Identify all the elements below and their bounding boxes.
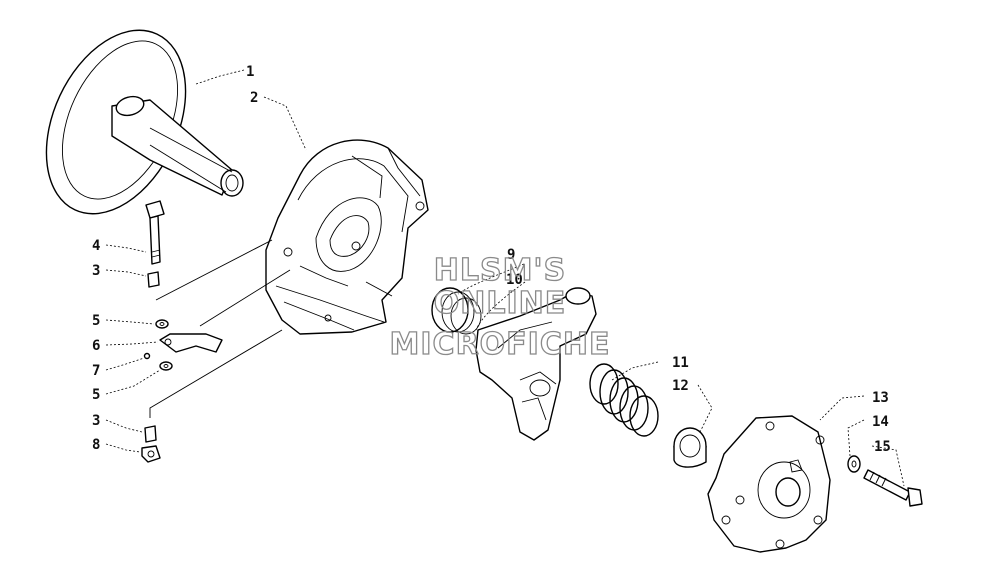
part-14-washer — [847, 455, 861, 473]
watermark-line-3: MICROFICHE — [390, 327, 611, 362]
callout-7: 7 — [92, 363, 100, 379]
part-6-arm — [159, 333, 223, 353]
callout-9: 9 — [507, 247, 515, 263]
part-11-spring — [589, 363, 659, 437]
part-5-washer-upper — [155, 319, 169, 329]
callout-6: 6 — [92, 338, 100, 354]
callout-labels: 1 2 4 3 5 6 7 5 3 8 9 10 11 12 13 14 15 — [92, 64, 891, 455]
callout-4: 4 — [92, 238, 100, 254]
part-3-bushing-lower — [144, 425, 157, 443]
part-7-pin — [143, 352, 151, 360]
part-12-bushing-ring — [673, 427, 707, 468]
part-2-movable-sheave — [265, 139, 429, 335]
watermark-line-2: ONLINE — [434, 286, 567, 321]
callout-3-upper: 3 — [92, 263, 100, 279]
callout-8: 8 — [92, 437, 100, 453]
part-4-bolt — [145, 200, 165, 265]
part-5-washer-lower — [159, 361, 173, 371]
callout-1: 1 — [246, 64, 254, 80]
part-13-cover-plate — [707, 415, 831, 553]
part-9-10-spider-assembly — [431, 287, 597, 441]
part-8-nut — [141, 445, 161, 463]
watermark: HLSM'S ONLINE MICROFICHE — [389, 252, 611, 362]
watermark-line-1: HLSM'S — [434, 253, 566, 288]
callout-5-upper: 5 — [92, 313, 100, 329]
callout-15: 15 — [874, 439, 891, 455]
callout-3-lower: 3 — [92, 413, 100, 429]
callout-12: 12 — [672, 378, 689, 394]
callout-14: 14 — [872, 414, 889, 430]
callout-5-lower: 5 — [92, 387, 100, 403]
assembly-guide-lines — [149, 239, 291, 418]
part-3-bushing-upper — [147, 271, 160, 288]
part-15-bolt — [863, 469, 923, 507]
callout-13: 13 — [872, 390, 889, 406]
part-1-fixed-sheave — [45, 29, 244, 215]
leader-lines — [105, 69, 905, 487]
callout-11: 11 — [672, 355, 689, 371]
callout-2: 2 — [250, 90, 258, 106]
callout-10: 10 — [506, 272, 523, 288]
